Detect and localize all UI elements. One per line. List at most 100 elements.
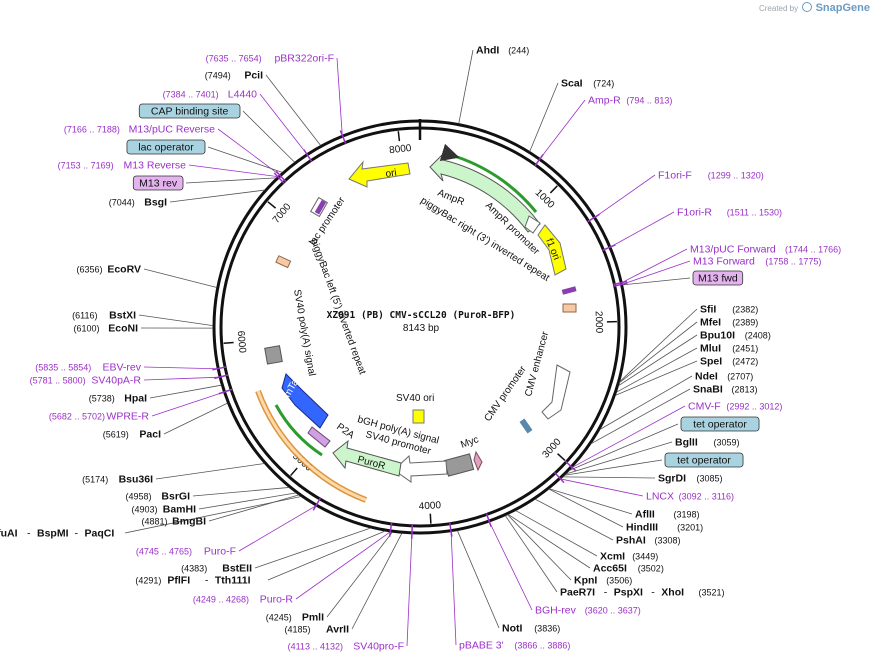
enzyme-label-aflii[interactable]: AflII(3198) — [635, 509, 700, 521]
primer-label-m13-puc-reverse[interactable]: M13/pUC Reverse(7166 .. 7188) — [64, 124, 215, 136]
feature-range: (5835 .. 5854) — [35, 363, 91, 373]
ampr-feature-arrow[interactable] — [429, 150, 541, 233]
enzyme-position: (3201) — [677, 523, 703, 533]
enzyme-label-econi[interactable]: EcoNI(6100) — [73, 323, 138, 335]
primer-label-puro-r[interactable]: Puro-R(4249 .. 4268) — [193, 594, 293, 606]
primer-label-f1ori-r[interactable]: F1ori-R(1511 .. 1530) — [677, 207, 782, 219]
enzyme-label-bstxi[interactable]: BstXI(6116) — [72, 310, 136, 322]
feature-range: (7166 .. 7188) — [64, 125, 120, 135]
feature-range: (5781 .. 5800) — [30, 376, 86, 386]
cmv-enhancer-arrow[interactable] — [541, 364, 571, 420]
feature-name: F1ori-F — [658, 170, 692, 182]
enzyme-label-avrii[interactable]: AvrII(4185) — [284, 624, 349, 636]
primer-label-wpre-r[interactable]: WPRE-R(5682 .. 5702) — [49, 411, 149, 423]
sv40-ori-feature[interactable] — [412, 409, 425, 424]
f1-ori-feature-arrow[interactable] — [537, 224, 567, 276]
primer-label-sv40pa-r[interactable]: SV40pA-R (5781 .. 5800) — [30, 375, 142, 387]
primer-label-pbr322ori-f[interactable]: pBR322ori-F(7635 .. 7654) — [206, 53, 334, 65]
enzyme-label-bamhi[interactable]: BamHI(4903) — [131, 504, 196, 516]
enzyme-label-bpu10i[interactable]: Bpu10I(2408) — [700, 330, 771, 342]
bgh-polya-feature[interactable] — [443, 453, 475, 477]
feature-name: SV40pA-R — [91, 375, 141, 387]
sv40-promoter-arrow[interactable] — [393, 454, 448, 483]
primer-site-tick — [273, 172, 285, 184]
piggybac-left-ir-feature[interactable] — [275, 255, 292, 269]
leader-line — [590, 388, 691, 445]
enzyme-label-paer7i[interactable]: PaeR7I-PspXI-XhoI(3521) — [560, 587, 725, 599]
ampr-promoter-arrow[interactable] — [524, 215, 541, 234]
feature-range: (4745 .. 4765) — [136, 547, 192, 557]
enzyme-label-mlui[interactable]: MluI(2451) — [700, 343, 758, 355]
feature-box-label-m13-fwd[interactable]: M13 fwd — [692, 270, 744, 286]
primer-label-m13-puc-forward[interactable]: M13/pUC Forward(1744 .. 1766) — [690, 244, 841, 256]
enzyme-label-kpni[interactable]: KpnI(3506) — [574, 575, 632, 587]
leader-line — [539, 99, 586, 159]
myc-feature[interactable] — [473, 450, 483, 472]
enzyme-label-pshai[interactable]: PshAI(3308) — [616, 535, 681, 547]
feature-box-label-cap-binding-site[interactable]: CAP binding site — [138, 103, 241, 119]
feature-box — [132, 175, 184, 191]
enzyme-label-sgrdi[interactable]: SgrDI(3085) — [658, 473, 723, 485]
primer-label-ebv-rev[interactable]: EBV-rev(5835 .. 5854) — [35, 362, 141, 374]
feature-name: SV40pro-F — [353, 641, 404, 653]
primer-label-m13-forward[interactable]: M13 Forward(1758 .. 1775) — [693, 256, 821, 268]
leader-line — [265, 74, 321, 146]
primer-label-lncx[interactable]: LNCX(3092 .. 3116) — [646, 491, 734, 503]
primer-label-l4440[interactable]: L4440(7384 .. 7401) — [163, 89, 258, 101]
primer-label-amp-r[interactable]: Amp-R(794 .. 813) — [588, 95, 672, 107]
sv40-polya-feature[interactable] — [264, 345, 283, 365]
enzyme-label-scai[interactable]: ScaI(724) — [561, 78, 614, 90]
puror-feature-arrow[interactable] — [332, 439, 402, 477]
feature-box-name: lac operator — [138, 142, 194, 154]
enzyme-label-bsgi[interactable]: BsgI(7044) — [109, 197, 167, 209]
mtagbfp2-feature-arrow[interactable] — [281, 373, 329, 429]
tick-mark — [397, 131, 401, 142]
primer-site-tick — [214, 374, 229, 380]
enzyme-label-bsrgi[interactable]: BsrGI(4958) — [125, 491, 190, 503]
enzyme-label-xcmi[interactable]: XcmI(3449) — [600, 551, 658, 563]
enzyme-label-pmli[interactable]: PmlI(4245) — [266, 612, 324, 624]
enzyme-label-spei[interactable]: SpeI(2472) — [700, 356, 758, 368]
primer-label-f1ori-f[interactable]: F1ori-F(1299 .. 1320) — [658, 170, 764, 182]
primer-label-sv40pro-f[interactable]: SV40pro-F(4113 .. 4132) — [288, 641, 404, 653]
puror-green-stripe — [274, 404, 323, 457]
enzyme-label-snabi[interactable]: SnaBI(2813) — [693, 384, 758, 396]
enzyme-label-hpai[interactable]: HpaI(5738) — [89, 393, 147, 405]
primer-label-cmv-f[interactable]: CMV-F(2992 .. 3012) — [688, 401, 782, 413]
enzyme-label-pflfi[interactable]: (4291)PflFI-Tth111I — [135, 575, 250, 587]
leader-line — [615, 360, 698, 396]
enzyme-name: BsrGI — [161, 491, 190, 503]
feature-box-label-lac-operator[interactable]: lac operator — [126, 139, 206, 155]
enzyme-label-sfii[interactable]: SfiI(2382) — [700, 304, 758, 316]
enzyme-label-bsteii[interactable]: BstEII(4383) — [181, 563, 252, 575]
primer-label-pbabe-3-[interactable]: pBABE 3'(3866 .. 3886) — [459, 640, 570, 652]
enzyme-label-ecorv[interactable]: EcoRV(6356) — [76, 264, 141, 276]
feature-box-label-tet-operator[interactable]: tet operator — [664, 452, 744, 468]
ori-feature-arrow[interactable] — [348, 160, 411, 188]
enzyme-label-noti[interactable]: NotI(3836) — [502, 623, 560, 635]
primer-label-bgh-rev[interactable]: BGH-rev(3620 .. 3637) — [535, 605, 641, 617]
enzyme-label-ndei[interactable]: NdeI(2707) — [695, 371, 753, 383]
feature-box-label-tet-operator[interactable]: tet operator — [680, 416, 760, 432]
enzyme-label-mfei[interactable]: MfeI(2389) — [700, 317, 758, 329]
enzyme-label-bglii[interactable]: BglII(3059) — [675, 437, 740, 449]
enzyme-name: PflFI — [167, 575, 190, 587]
leader-line — [295, 531, 391, 600]
feature-box-label-m13-rev[interactable]: M13 rev — [132, 175, 184, 191]
p2a-feature[interactable] — [307, 426, 331, 448]
primer-site-tick — [602, 244, 616, 251]
enzyme-label-bsu36i[interactable]: Bsu36I(5174) — [82, 474, 153, 486]
primer-label-m13-reverse[interactable]: M13 Reverse(7153 .. 7169) — [58, 160, 187, 172]
enzyme-label-bmgbi[interactable]: BmgBI(4881) — [141, 516, 206, 528]
feature-box-name: tet operator — [677, 455, 731, 467]
enzyme-label-hindiii[interactable]: HindIII(3201) — [626, 522, 703, 534]
primer-label-puro-f[interactable]: Puro-F(4745 .. 4765) — [136, 546, 236, 558]
piggybac-right-ir-feature[interactable] — [562, 303, 577, 313]
enzyme-label-acc65i[interactable]: Acc65I(3502) — [593, 563, 664, 575]
enzyme-label-bfuai[interactable]: (4864)BfuAI-BspMI-PaqCI — [0, 528, 114, 540]
tick-label: 7000 — [271, 201, 294, 226]
enzyme-label-pcii[interactable]: PciI(7494) — [205, 70, 263, 82]
tick-mark — [223, 341, 234, 345]
enzyme-label-ahdi[interactable]: AhdI(244) — [476, 45, 529, 57]
enzyme-label-paci[interactable]: PacI(5619) — [103, 429, 161, 441]
